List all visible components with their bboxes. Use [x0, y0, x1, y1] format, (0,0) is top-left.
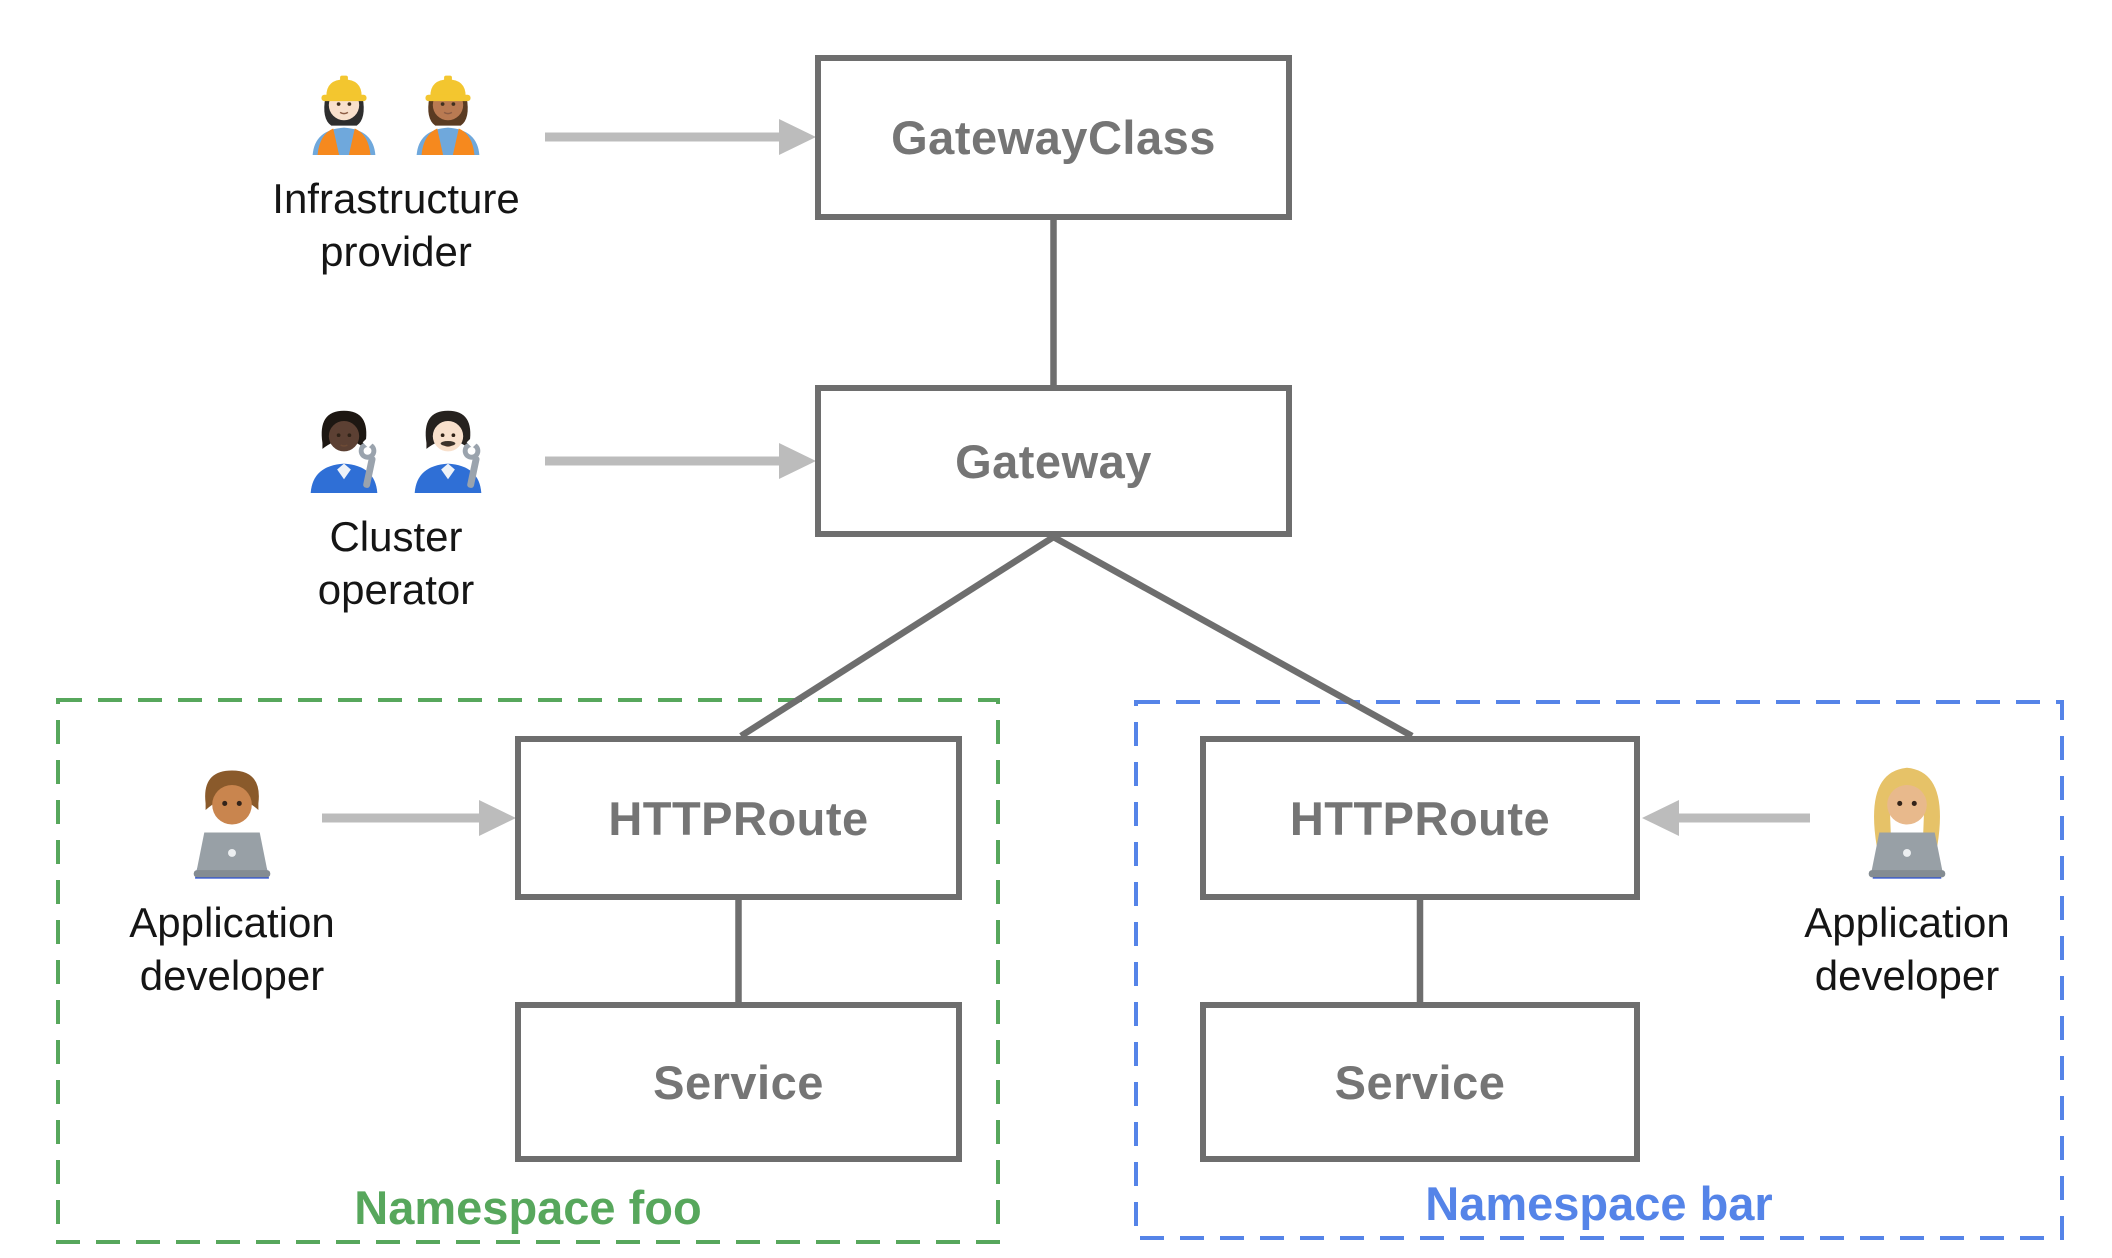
persona-cluster-operator: Cluster operator: [236, 396, 556, 617]
persona-label: Application developer: [1804, 899, 2010, 1000]
node-service-bar-label: Service: [1334, 1055, 1506, 1109]
woman-construction-worker-light-icon: [295, 58, 393, 156]
persona-label: Application developer: [129, 899, 335, 1000]
node-httproute-foo-label: HTTPRoute: [608, 791, 869, 845]
persona-label: Cluster operator: [317, 513, 475, 614]
arrow-app-developer-to-httproute-bar: [1642, 800, 1810, 836]
node-gatewayclass-label: GatewayClass: [891, 111, 1216, 164]
namespace-bar-label: Namespace bar: [1425, 1177, 1773, 1230]
node-service-foo: Service: [515, 1002, 962, 1162]
node-httproute-bar-label: HTTPRoute: [1289, 791, 1551, 845]
edge-gateway-httproute-bar: [1051, 534, 1414, 739]
woman-construction-worker-medium-icon: [399, 58, 497, 156]
node-gatewayclass: GatewayClass: [815, 55, 1292, 220]
arrow-head-left-icon: [1642, 800, 1679, 836]
persona-icons: [295, 58, 497, 156]
node-httproute-bar: HTTPRoute: [1200, 736, 1640, 900]
man-technologist-icon: [166, 748, 298, 880]
arrow-cluster-operator-to-gateway: [545, 443, 816, 479]
persona-app-developer-bar: Application developer: [1757, 748, 2057, 1003]
mechanic-dark-icon: [295, 396, 393, 494]
namespace-foo-boundary: [56, 698, 1000, 1244]
arrow-head-right-icon: [479, 800, 516, 836]
namespace-bar-boundary: [1134, 700, 2064, 1240]
woman-technologist-icon: [1841, 748, 1973, 880]
persona-infrastructure-provider: Infrastructure provider: [236, 58, 556, 279]
persona-app-developer-foo: Application developer: [82, 748, 382, 1003]
edge-gateway-httproute-foo: [739, 534, 1056, 739]
arrow-head-right-icon: [779, 119, 816, 155]
persona-icons: [1841, 748, 1973, 880]
arrow-head-right-icon: [779, 443, 816, 479]
arrow-infrastructure-provider-to-gatewayclass: [545, 119, 816, 155]
node-service-bar: Service: [1200, 1002, 1640, 1162]
node-gateway-label: Gateway: [955, 434, 1152, 488]
node-service-foo-label: Service: [653, 1055, 824, 1109]
persona-icons: [295, 396, 497, 494]
arrow-app-developer-to-httproute-foo: [322, 800, 516, 836]
man-mechanic-light-icon: [399, 396, 497, 494]
node-gateway: Gateway: [815, 385, 1292, 537]
node-httproute-foo: HTTPRoute: [515, 736, 962, 900]
namespace-foo-label: Namespace foo: [354, 1181, 702, 1234]
persona-icons: [166, 748, 298, 880]
persona-label: Infrastructure provider: [272, 175, 520, 276]
